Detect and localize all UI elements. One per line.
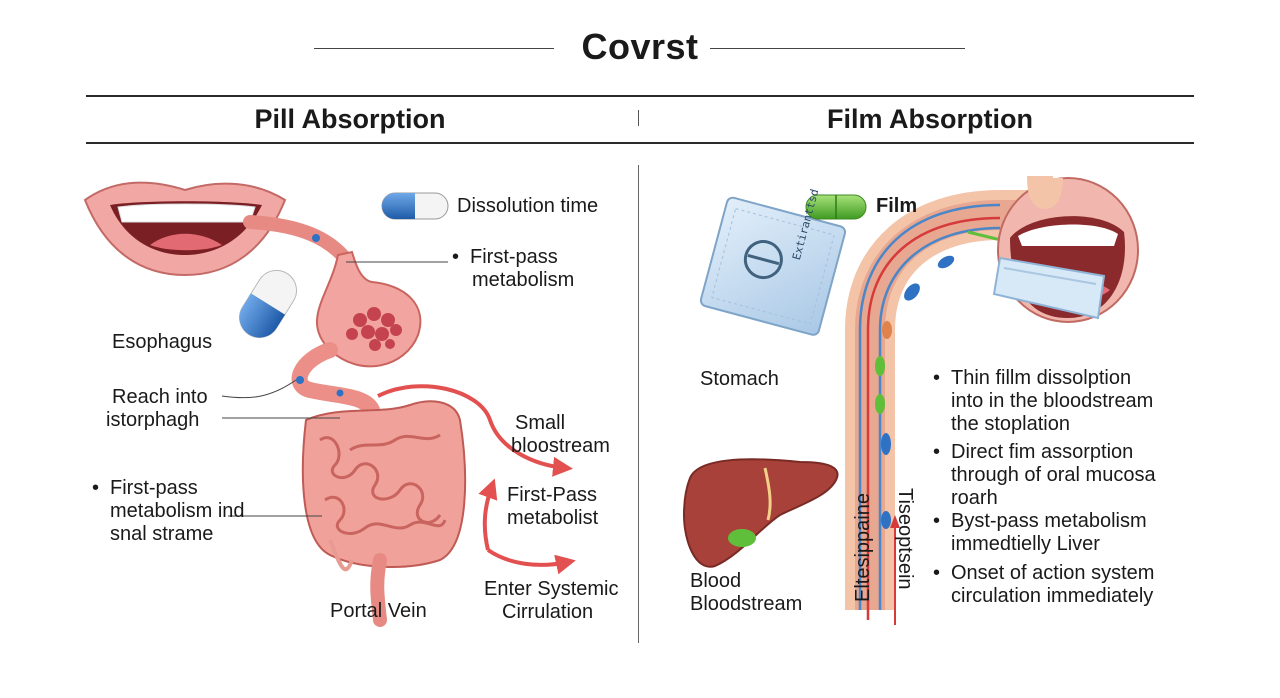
pill-legend-capsule [381,192,449,220]
stomach-label: Stomach [700,368,779,390]
portal-vein-label: Portal Vein [330,600,427,622]
mouth-illustration [83,181,287,277]
pill-legend-label: Dissolution time [457,195,599,217]
header-top-rule [86,95,1194,97]
small-bloodstream-label: Small bloostream [511,412,610,457]
stomach-illustration [315,250,422,368]
duodenum [291,342,380,418]
film-mouth-illustration [992,175,1139,323]
header-bottom-rule [86,142,1194,144]
esophagus-label: Esophagus [112,331,213,353]
title-rule-left [314,48,554,49]
film-legend-label: Film [876,195,918,217]
vertical-label-left: Eltesippaine [852,493,874,602]
film-bullet-3: •Byst-pass metabolism immedtielly Liver [933,510,1147,555]
film-bullet-4: •Onset of action system circulation imme… [933,562,1155,607]
film-packet [699,196,847,336]
first-pass-top-label: •First-pass metabolism [452,246,575,291]
reach-label: Reach into istorphagh [106,386,208,431]
page-title: Covrst [581,26,699,67]
esophagus-tube [243,215,355,269]
film-panel-title: Film Absorption [827,104,1033,134]
film-bullet-1: •Thin fillm dissolption into in the bloo… [933,367,1154,435]
panel-divider [638,165,639,643]
cells-along-tube [875,255,955,529]
enter-systemic-label: Enter Systemic Cirrulation [484,578,619,623]
header-divider [638,110,639,126]
arrow-systemic [486,548,576,575]
first-pass-right-label: First-Pass metabolist [507,484,599,529]
vertical-label-right: Tiseoptsein [894,488,916,590]
first-pass-left-label: •First-pass metabolism ind snal strame [92,477,245,545]
title-rule-right [710,48,965,49]
liver-illustration [682,458,839,568]
film-bullet-2: •Direct fim assorption through of oral m… [933,441,1156,509]
film-legend-capsule [805,194,867,220]
pill-panel-title: Pill Absorption [254,104,446,134]
blood-label: Blood Bloodstream [690,570,803,615]
arrow-first-pass-up [478,478,498,551]
intestines-illustration [301,400,467,627]
arrow-small-bloodstream [377,384,573,477]
pill-capsule [239,269,297,339]
